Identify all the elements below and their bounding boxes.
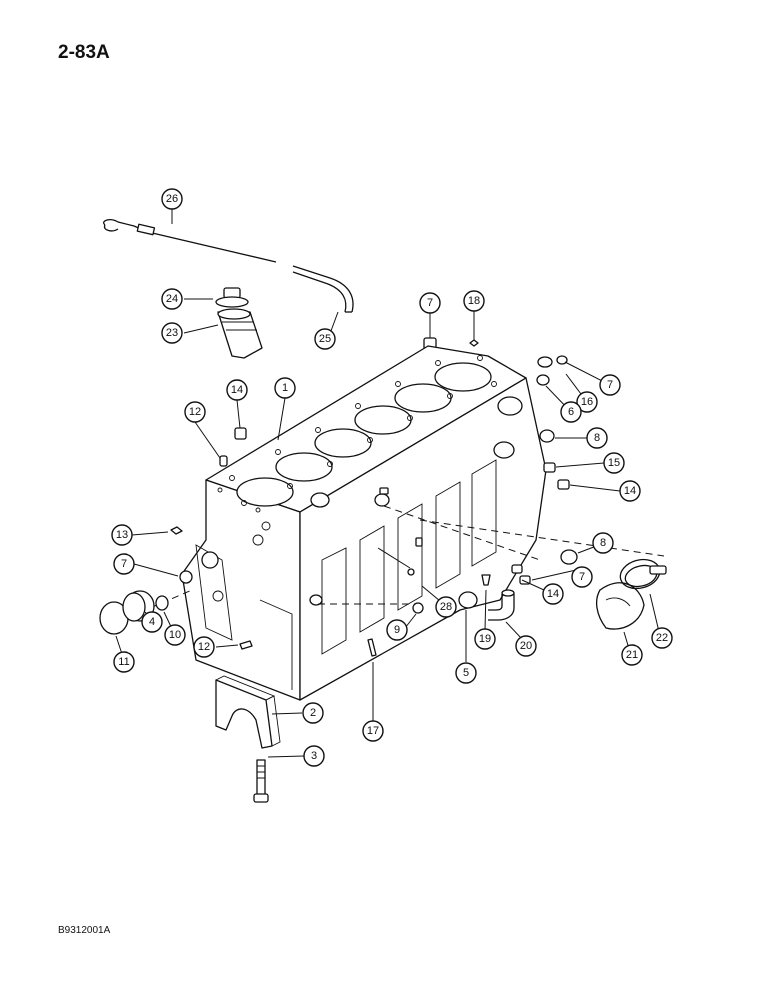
- callout-25: 25: [314, 328, 336, 350]
- callout-21: 21: [621, 644, 643, 666]
- drain-plug: [481, 574, 491, 586]
- callout-12-lower: 12: [193, 636, 215, 658]
- callout-8-top: 8: [586, 427, 608, 449]
- callout-6: 6: [560, 401, 582, 423]
- callout-28: 28: [435, 596, 457, 618]
- plug-10: [155, 595, 169, 611]
- callout-9: 9: [386, 619, 408, 641]
- plug-28: [407, 568, 415, 576]
- svg-text:12: 12: [198, 641, 210, 653]
- callout-11: 11: [113, 651, 135, 673]
- svg-text:17: 17: [367, 725, 379, 737]
- svg-text:8: 8: [600, 537, 606, 549]
- callout-12-top: 12: [184, 401, 206, 423]
- callout-15: 15: [603, 452, 625, 474]
- callout-10: 10: [164, 624, 186, 646]
- svg-text:14: 14: [547, 588, 559, 600]
- svg-text:12: 12: [189, 406, 201, 418]
- callout-8-lower: 8: [592, 532, 614, 554]
- svg-text:11: 11: [118, 656, 129, 668]
- svg-text:22: 22: [656, 632, 668, 644]
- hose: [595, 582, 645, 630]
- svg-text:7: 7: [607, 379, 613, 391]
- main-bearing-cap: [215, 675, 281, 749]
- svg-text:3: 3: [311, 750, 317, 762]
- figure-code: B9312001A: [58, 925, 111, 936]
- svg-text:15: 15: [608, 457, 620, 469]
- breather-boot: [217, 308, 263, 359]
- breather-cap: [215, 287, 249, 308]
- svg-text:20: 20: [520, 640, 532, 652]
- svg-text:26: 26: [166, 193, 178, 205]
- dowel-12-lower: [239, 640, 253, 650]
- svg-text:16: 16: [581, 396, 593, 408]
- callout-16: 16: [576, 391, 598, 413]
- callout-3: 3: [303, 745, 325, 767]
- svg-text:19: 19: [479, 633, 491, 645]
- svg-text:7: 7: [579, 571, 585, 583]
- callout-22: 22: [651, 627, 673, 649]
- dowel-12-upper: [219, 455, 228, 467]
- callout-7-right-top: 7: [599, 374, 621, 396]
- elbow-fitting: [488, 589, 515, 621]
- callout-24: 24: [161, 288, 183, 310]
- plug-9: [412, 602, 424, 614]
- page-number: 2-83A: [58, 42, 110, 63]
- callout-26: 26: [161, 188, 183, 210]
- callout-7-lower: 7: [571, 566, 593, 588]
- callout-1: 1: [274, 377, 296, 399]
- svg-text:2: 2: [310, 707, 316, 719]
- svg-text:28: 28: [440, 601, 452, 613]
- callout-19: 19: [474, 628, 496, 650]
- callout-7-top: 7: [419, 292, 441, 314]
- svg-text:25: 25: [319, 333, 331, 345]
- svg-text:10: 10: [169, 629, 181, 641]
- main-bearing-bolt: [253, 759, 269, 803]
- callout-18: 18: [463, 290, 485, 312]
- core-plug: [458, 591, 478, 609]
- svg-text:1: 1: [282, 382, 288, 394]
- svg-text:21: 21: [626, 649, 638, 661]
- callout-17: 17: [362, 720, 384, 742]
- callout-14-right: 14: [619, 480, 641, 502]
- svg-text:18: 18: [468, 295, 480, 307]
- callout-7-left: 7: [113, 553, 135, 575]
- svg-text:13: 13: [116, 529, 128, 541]
- svg-text:8: 8: [594, 432, 600, 444]
- svg-text:23: 23: [166, 327, 178, 339]
- plug-14-upper: [234, 427, 247, 440]
- callout-14-lower: 14: [542, 583, 564, 605]
- callout-5: 5: [455, 662, 477, 684]
- callout-13: 13: [111, 524, 133, 546]
- svg-text:6: 6: [568, 406, 574, 418]
- cup-plugs-right: [511, 355, 578, 585]
- plug-7-front: [179, 570, 193, 584]
- plug-18: [469, 339, 479, 347]
- svg-text:24: 24: [166, 293, 178, 305]
- hose-clamp: [619, 558, 667, 590]
- svg-text:9: 9: [394, 624, 400, 636]
- callout-20: 20: [515, 635, 537, 657]
- svg-text:5: 5: [463, 667, 469, 679]
- svg-text:14: 14: [624, 485, 636, 497]
- callout-2: 2: [302, 702, 324, 724]
- svg-text:7: 7: [121, 558, 127, 570]
- dowel-pin: [367, 638, 377, 657]
- svg-text:7: 7: [427, 297, 433, 309]
- callout-23: 23: [161, 322, 183, 344]
- dipstick-tube: [292, 265, 354, 313]
- callout-14-top: 14: [226, 379, 248, 401]
- plug-13: [170, 526, 183, 535]
- dipstick: [103, 219, 277, 263]
- svg-text:4: 4: [149, 616, 155, 628]
- svg-text:14: 14: [231, 384, 243, 396]
- callout-4: 4: [141, 611, 163, 633]
